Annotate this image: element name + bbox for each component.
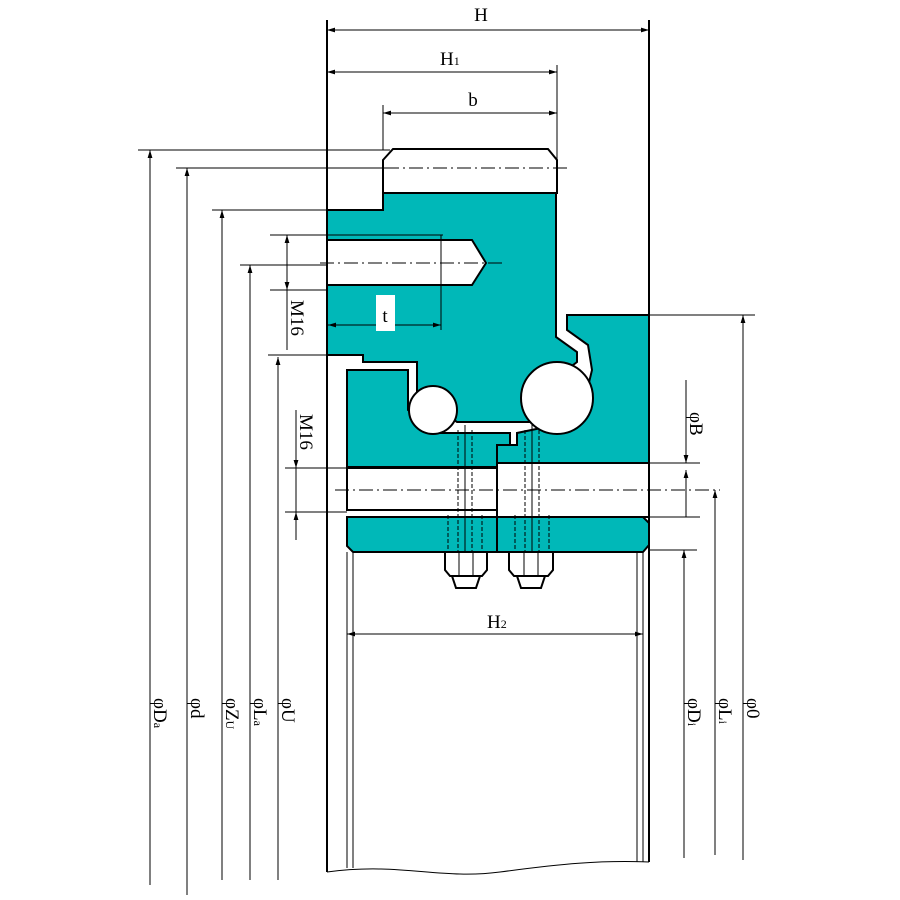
nut-left [444,551,488,589]
label-H2: H2 [487,612,507,633]
dimension-M16-upper: M16 [270,234,327,350]
hidden-screws [447,425,550,552]
label-b: b [468,90,478,111]
label-B: φB [685,412,706,436]
dimension-b: b [382,90,557,150]
dimension-H: H [327,5,649,33]
label-d: φd [186,698,207,719]
label-O: φ0 [742,698,763,718]
label-t: t [382,306,388,327]
dimension-O: φ0 [649,314,763,860]
dimension-M16-lower: M16 [285,410,347,540]
break-line [326,860,650,875]
bolt-bore-left [346,467,498,511]
housing-lines [326,20,650,875]
large-ball [520,361,594,435]
label-H: H [474,5,488,26]
label-Li: φLi [714,698,735,725]
label-U: φU [277,698,298,723]
nut-right [508,551,554,589]
threaded-hole [326,239,488,286]
dimension-U: φU [268,354,327,880]
dimension-La: φLa [240,264,327,880]
dimension-t: t [327,234,443,331]
dimension-Di: φDi [649,549,704,858]
small-ball [408,385,458,435]
label-H1: H1 [440,49,460,70]
dimension-Zu: φZU [212,209,327,880]
dimension-B: φB [649,380,706,518]
dimension-Da: φDa [138,149,390,885]
label-Di: φDi [683,698,704,727]
dimension-d: φd [176,167,385,895]
gear-teeth-block [382,148,558,194]
dimension-Li: φLi [712,490,735,855]
outer-ring [496,314,650,464]
dimension-H1: H1 [327,49,558,190]
label-M16-upper: M16 [286,300,307,336]
label-Da: φDa [149,698,170,729]
label-Zu: φZU [221,698,242,730]
label-M16-lower: M16 [295,414,316,450]
dimension-H2: H2 [347,612,643,637]
label-La: φLa [249,698,270,727]
